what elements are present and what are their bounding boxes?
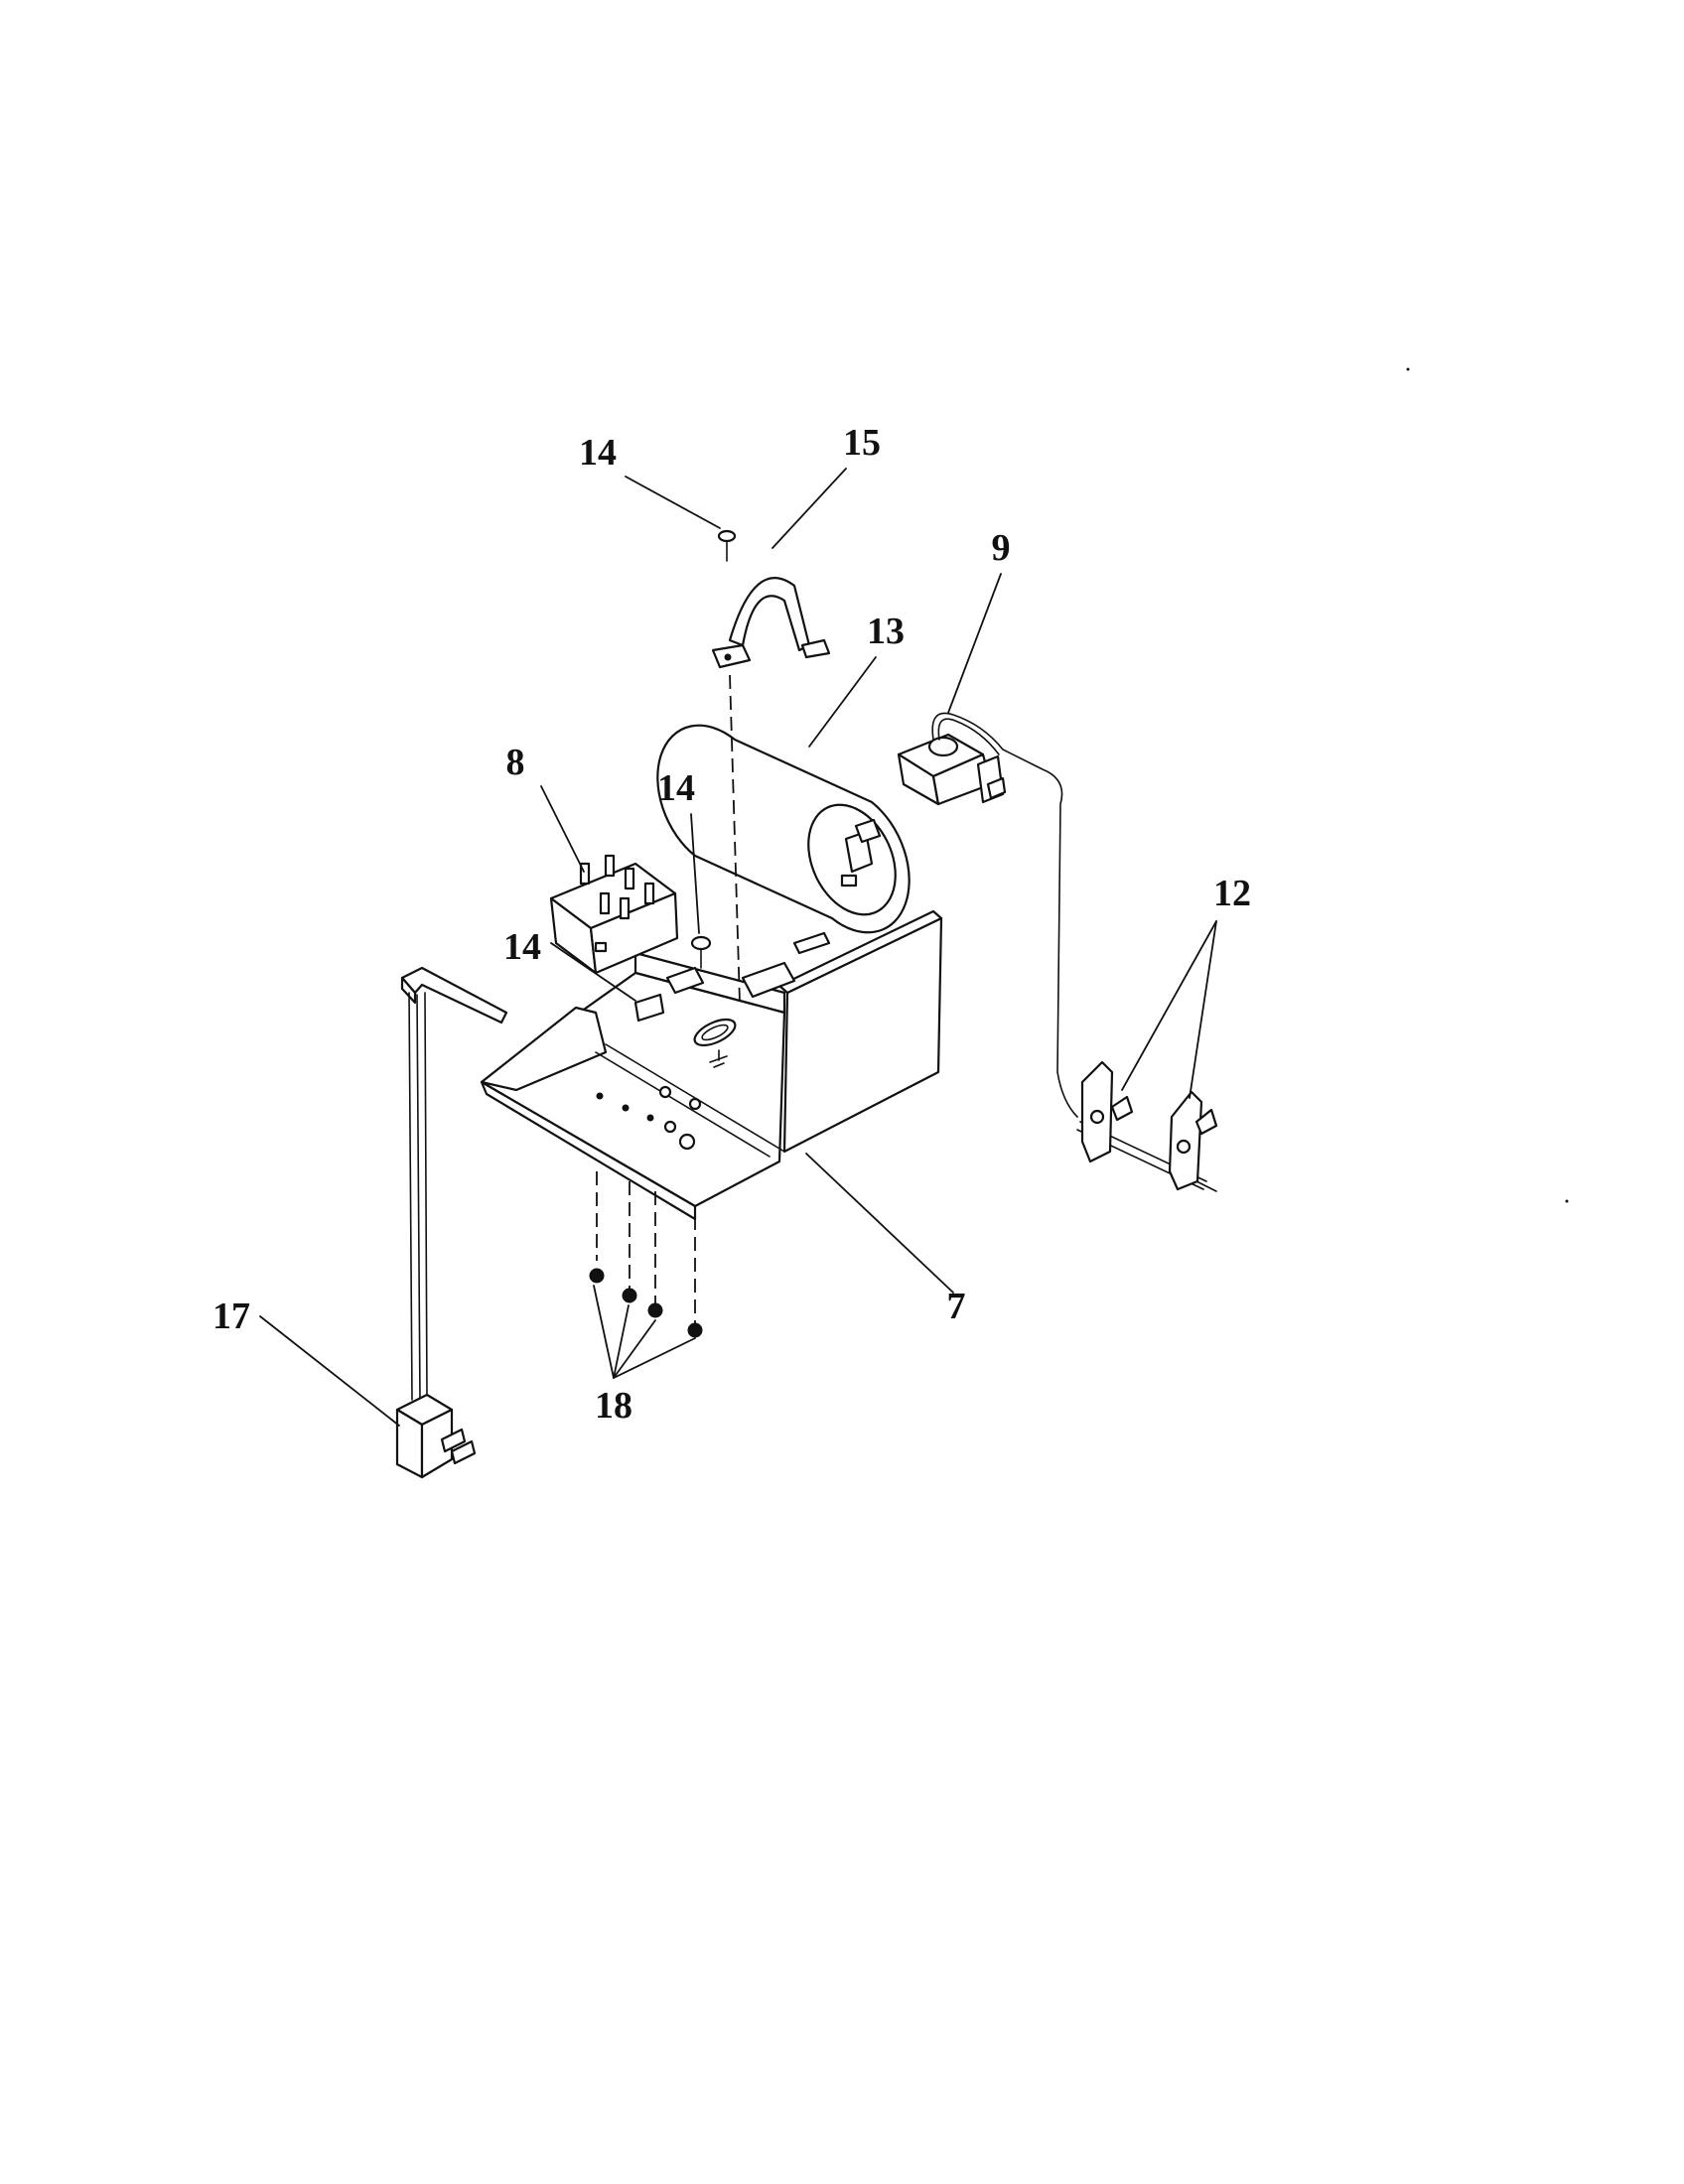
relay: [549, 854, 679, 975]
power-cord: [395, 966, 508, 1479]
capacitor: [656, 724, 911, 934]
label-7: 7: [947, 1286, 966, 1327]
label-8: 8: [506, 742, 525, 783]
base-tray: [480, 909, 943, 1221]
label-14-top: 14: [579, 432, 617, 474]
label-9: 9: [992, 527, 1011, 569]
screw-mid: [690, 935, 712, 969]
label-17: 17: [212, 1296, 250, 1337]
label-14-mid: 14: [657, 767, 695, 809]
label-12: 12: [1213, 873, 1251, 914]
label-18: 18: [595, 1385, 632, 1427]
screws-bottom: [589, 1268, 703, 1338]
thermostat: [897, 712, 1218, 1192]
clamp-strap: [711, 577, 831, 669]
label-15: 15: [843, 422, 881, 464]
label-14-left: 14: [503, 926, 541, 968]
screw-top: [717, 529, 737, 562]
screw-left: [633, 993, 665, 1023]
label-13: 13: [867, 611, 905, 652]
